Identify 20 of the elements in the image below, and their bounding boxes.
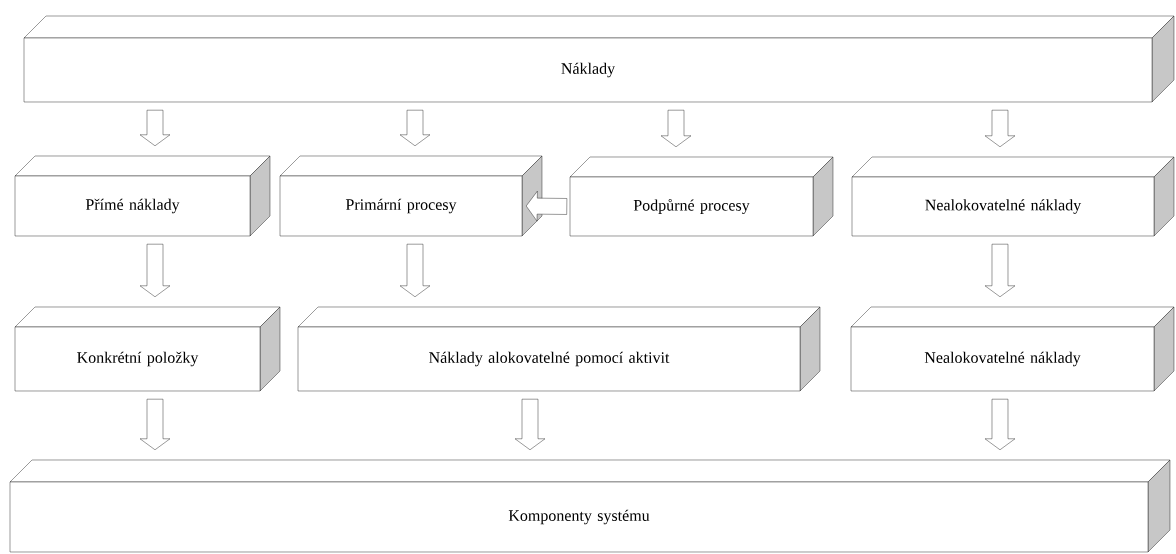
block-arrow bbox=[526, 190, 568, 222]
box: Nealokovatelné náklady bbox=[850, 306, 1175, 392]
box: Komponenty systému bbox=[9, 459, 1171, 553]
block-arrow bbox=[984, 399, 1016, 450]
box: Podpůrné procesy bbox=[569, 156, 834, 237]
block-arrow bbox=[984, 244, 1016, 297]
block-arrow bbox=[984, 110, 1016, 147]
block-arrow bbox=[139, 244, 171, 297]
box: Přímé náklady bbox=[14, 155, 271, 237]
box: Nealokovatelné náklady bbox=[851, 156, 1175, 237]
box: Náklady alokovatelné pomocí aktivit bbox=[297, 306, 821, 392]
block-arrow bbox=[139, 110, 171, 146]
box: Konkrétní položky bbox=[14, 306, 281, 392]
block-arrow bbox=[660, 110, 692, 147]
box: Náklady bbox=[23, 15, 1175, 103]
box: Primární procesy bbox=[279, 155, 543, 237]
block-arrow bbox=[399, 244, 431, 297]
block-arrow bbox=[399, 110, 431, 146]
block-arrow bbox=[139, 399, 171, 450]
block-arrow bbox=[514, 399, 546, 450]
